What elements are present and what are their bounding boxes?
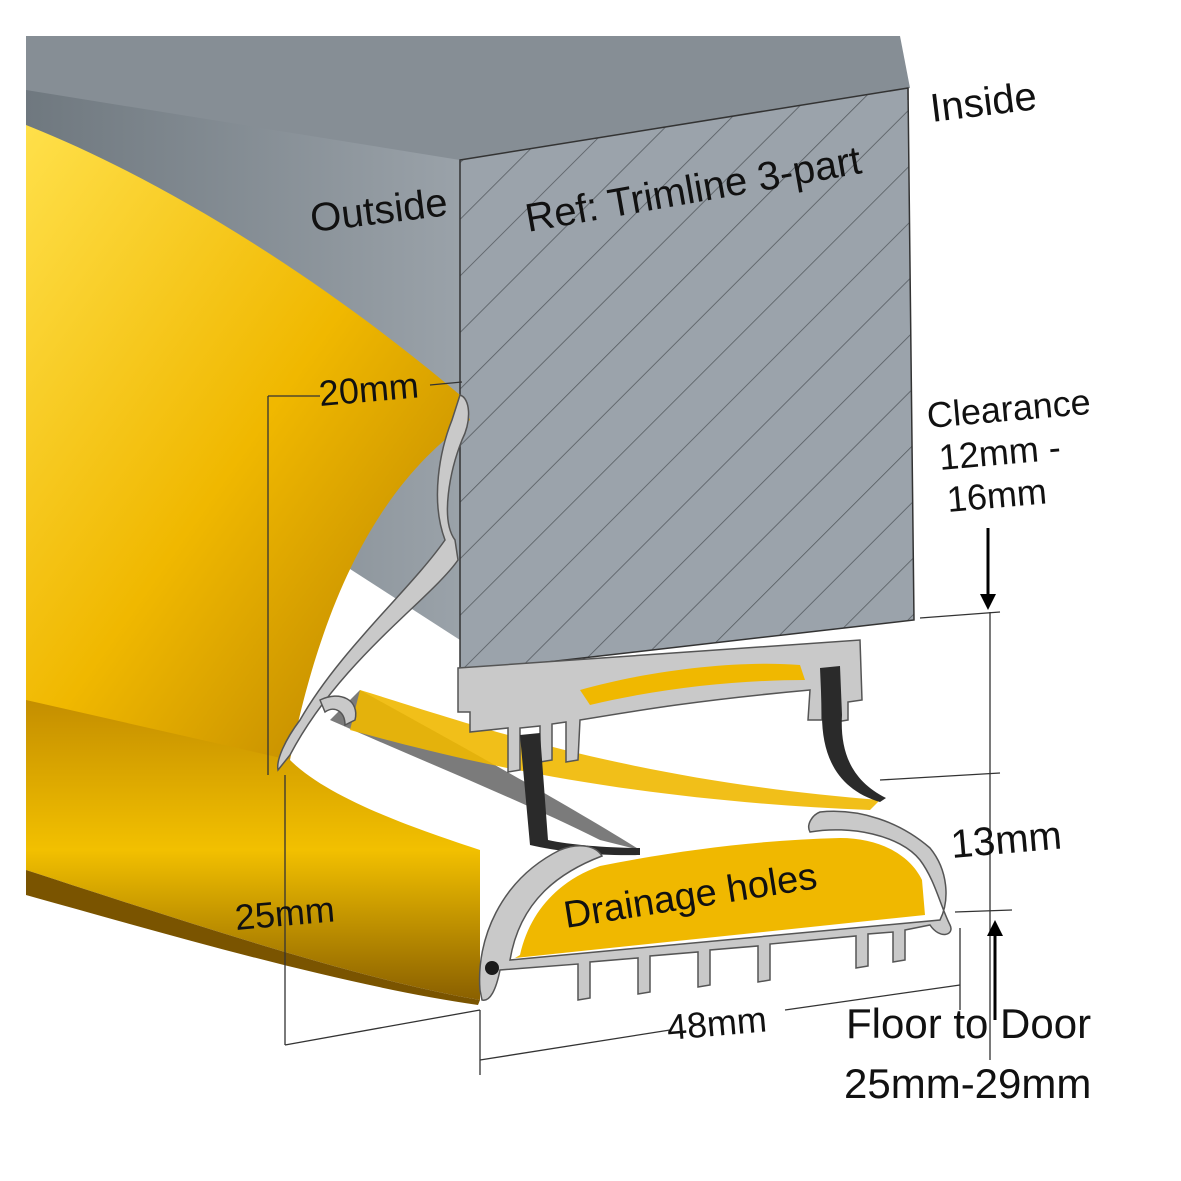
door-front-outline [459,87,915,673]
carrier-gold-arc [580,663,805,705]
section-fin-hook [319,695,357,727]
floor-arrow [987,920,1003,1020]
door-top-edge [26,36,910,160]
label-dim-25: 25mm [233,888,336,938]
label-dim-13: 13mm [949,813,1064,867]
threshold-outer-curve [26,125,470,760]
dimension-lines [267,88,1013,1075]
dim-line-clear-top [919,611,1001,619]
threshold-lower-band [26,870,480,1005]
label-dim-20: 20mm [317,364,420,414]
door-hatching [460,88,914,672]
drainage-hole-dot [485,961,499,975]
label-clearance-1: Clearance [925,381,1092,436]
channel-floor [350,690,880,810]
clearance-arrow [980,528,996,610]
drainage-channel-gold [515,838,925,958]
dim-line-20-right [429,381,463,386]
dim-line-13-bottom [954,909,1013,913]
dim-line-48-b [784,984,961,1011]
section-base-profile [478,810,952,1001]
label-dim-48: 48mm [665,998,768,1048]
dim-line-25-base [284,1009,481,1046]
label-floor-to-door-1: Floor to Door [846,1000,1091,1047]
section-outer-fin [277,394,470,772]
dim-line-48-a [479,1029,671,1061]
label-floor-to-door-2: 25mm-29mm [844,1060,1091,1107]
brush-seal-left [520,733,640,856]
brush-seal-right [820,666,886,802]
dim-line-13-top [879,772,1001,781]
threshold-base-band [26,700,480,1000]
label-clearance-3: 16mm [945,470,1048,520]
label-inside: Inside [928,74,1039,131]
